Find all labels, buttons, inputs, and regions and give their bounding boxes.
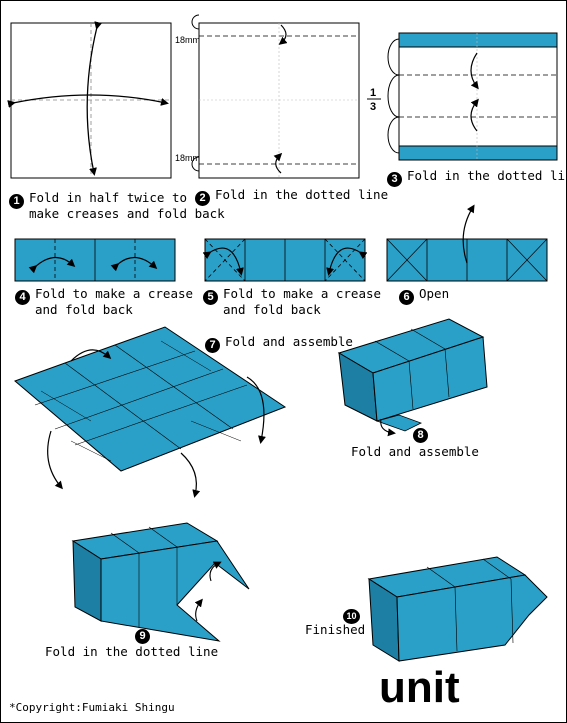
step5-strip xyxy=(202,238,368,282)
step4-caption-line2: and fold back xyxy=(35,302,133,317)
step-number: 5 xyxy=(203,290,218,305)
step6-caption: 6 Open xyxy=(399,286,449,305)
step8-number: 8 xyxy=(413,424,433,443)
step-text: Fold in the dotted line xyxy=(407,168,567,183)
step1-caption: 1 Fold in half twice to xyxy=(9,190,187,209)
copyright-text: *Copyright:Fumiaki Shingu xyxy=(9,701,175,714)
step-number: 2 xyxy=(195,191,210,206)
step-number: 1 xyxy=(9,194,24,209)
step4-strip xyxy=(14,238,176,282)
step1-caption-line2: make creases and fold back xyxy=(29,206,225,221)
step10-finished-box xyxy=(367,556,548,662)
step5-caption: 5 Fold to make a crease xyxy=(203,286,381,305)
step3-caption: 3 Fold in the dotted line xyxy=(387,168,567,187)
step9-number: 9 xyxy=(135,625,155,644)
step-number: 6 xyxy=(399,290,414,305)
step-number: 4 xyxy=(15,290,30,305)
step9-box xyxy=(71,522,250,642)
step-text: Open xyxy=(419,286,450,301)
fraction-denominator: 3 xyxy=(370,101,377,113)
step7-caption: 7 Fold and assemble xyxy=(205,334,353,353)
step10-caption: Finished xyxy=(305,622,366,637)
step8-caption: Fold and assemble xyxy=(351,444,479,459)
step5-caption-line2: and fold back xyxy=(223,302,321,317)
step-number: 3 xyxy=(387,172,402,187)
step-text: Fold to make a crease xyxy=(35,286,194,301)
measure-bottom: 18mm xyxy=(175,153,201,163)
step-number: 7 xyxy=(205,338,220,353)
step1-square xyxy=(7,21,172,179)
step10-number: 10 xyxy=(343,605,365,624)
step4-caption: 4 Fold to make a crease xyxy=(15,286,193,305)
step8-box xyxy=(337,318,488,437)
step-text: Fold in half twice to xyxy=(29,190,188,205)
step7-sheet xyxy=(14,326,287,498)
step9-caption: Fold in the dotted line xyxy=(45,644,219,659)
step6-strip xyxy=(386,204,548,282)
step-text: Fold and assemble xyxy=(225,334,353,349)
fraction-numerator: 1 xyxy=(370,87,377,99)
step-text: Fold in the dotted line xyxy=(215,187,389,202)
step2-square xyxy=(191,14,360,179)
measure-top: 18mm xyxy=(175,35,201,45)
step3-square xyxy=(367,32,558,161)
step2-caption: 2 Fold in the dotted line xyxy=(195,187,388,206)
page-title: unit xyxy=(379,663,460,712)
step-text: Fold to make a crease xyxy=(223,286,382,301)
